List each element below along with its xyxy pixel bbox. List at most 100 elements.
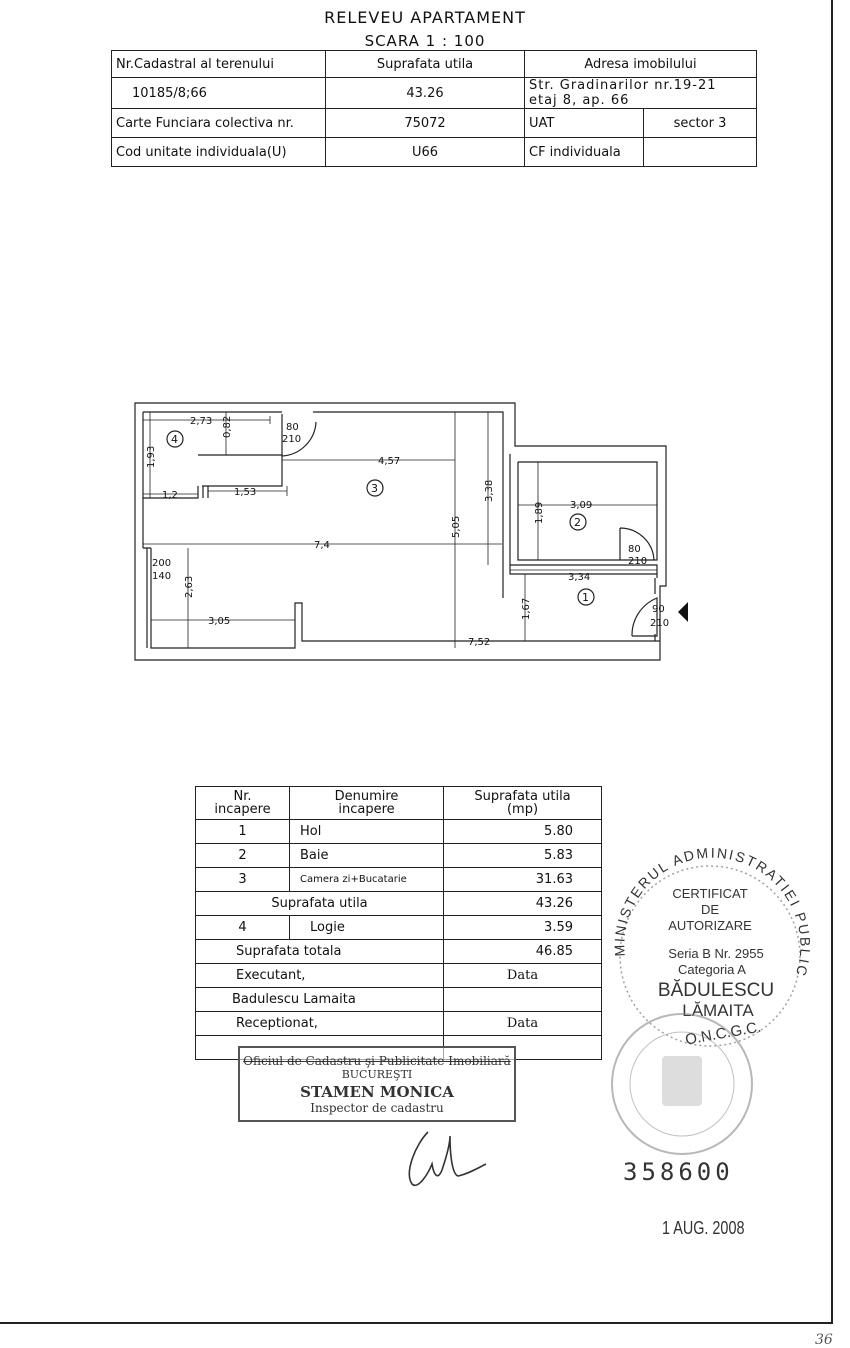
useful-area-value: 43.26 <box>443 891 602 916</box>
header-name-line2: incapere <box>338 802 395 817</box>
plan-outer-wall <box>134 402 667 661</box>
executant-signature-cell <box>443 987 602 1012</box>
useful-area-label: Suprafata utila <box>195 891 444 916</box>
cadastral-value: 10185/8;66 <box>111 77 326 109</box>
rooms-table: Nr. incapere Denumire incapere Suprafata… <box>195 786 602 1060</box>
address-line1: Str. Gradinarilor nr.19-21 <box>529 78 717 93</box>
door-b-width: 80 <box>628 544 641 555</box>
door-arc-b <box>619 527 655 561</box>
door-arc-a <box>281 414 317 457</box>
office-stamp: Oficiul de Cadastru şi Publicitate Imobi… <box>238 1046 516 1122</box>
area-value: 43.26 <box>325 77 525 109</box>
executant-date: Data <box>443 963 602 988</box>
header-area-line1: Suprafata utila <box>474 789 571 804</box>
cf-individual-label: CF individuala <box>524 137 644 167</box>
room-marker-2: 2 <box>574 516 581 529</box>
dim-2-73: 2,73 <box>190 416 212 427</box>
table-row: 1 Hol 5.80 <box>195 819 602 844</box>
dim-1-89: 1,89 <box>534 502 545 524</box>
uat-label: UAT <box>524 108 644 138</box>
office-stamp-role: Inspector de cadastru <box>310 1101 444 1115</box>
floor-plan: 2,73 0,82 1,93 1,2 1,53 4,57 3,38 5,05 7… <box>134 402 688 661</box>
logie-name: Logie <box>289 915 444 940</box>
uat-value: sector 3 <box>643 108 757 138</box>
plan-partition-detail <box>202 486 209 498</box>
dim-3-09: 3,09 <box>570 500 592 511</box>
authorization-seal: MINISTERUL ADMINISTRATIEI PUBLICE CERTIF… <box>600 846 812 1155</box>
total-area-label: Suprafata totala <box>195 939 444 964</box>
dim-4-57: 4,57 <box>378 456 400 467</box>
door-c-height: 210 <box>650 618 669 629</box>
receptionat-label: Receptionat, <box>195 1011 444 1036</box>
room-marker-3: 3 <box>371 482 378 495</box>
document-scale: SCARA 1 : 100 <box>364 32 486 50</box>
header-area-line2: (mp) <box>506 802 539 817</box>
document-title: RELEVEU APARTAMENT <box>324 8 526 27</box>
area-label: Suprafata utila <box>325 50 525 78</box>
dim-0-82: 0,82 <box>222 416 233 438</box>
seal-line3: AUTORIZARE <box>668 918 752 933</box>
coat-of-arms-icon <box>662 1056 702 1106</box>
dim-5-05: 5,05 <box>451 516 462 538</box>
receptionat-date: Data <box>443 1011 602 1036</box>
seal-line6: BĂDULESCU <box>658 980 774 1001</box>
row-area: 5.80 <box>443 819 602 844</box>
plan-logie-wall <box>142 412 199 499</box>
seal-line2: DE <box>701 902 719 917</box>
header-name: Denumire incapere <box>289 786 444 820</box>
dim-7-4: 7,4 <box>314 540 330 551</box>
unit-value: U66 <box>325 137 525 167</box>
seal-line7: LĂMAITA <box>682 1001 754 1020</box>
total-area-value: 46.85 <box>443 939 602 964</box>
plan-hall-wall <box>509 565 657 575</box>
door-a-height: 210 <box>282 434 301 445</box>
signature-icon <box>408 1131 487 1187</box>
window-width: 200 <box>152 558 171 569</box>
cf-individual-value <box>643 137 757 167</box>
door-c-width: 90 <box>652 604 665 615</box>
plan-inner-wall-top <box>143 411 504 598</box>
row-nr: 2 <box>195 843 290 868</box>
window-height: 140 <box>152 571 171 582</box>
plan-bath-outer <box>509 454 658 578</box>
registration-number: 358600 <box>623 1158 734 1186</box>
logie-nr: 4 <box>195 915 290 940</box>
registration-date: 1 AUG. 2008 <box>662 1218 745 1238</box>
dim-2-63: 2,63 <box>184 576 195 598</box>
header-nr: Nr. incapere <box>195 786 290 820</box>
row-nr: 3 <box>195 867 290 892</box>
table-row: 2 Baie 5.83 <box>195 843 602 868</box>
table-row: 3 Camera zi+Bucatarie 31.63 <box>195 867 602 892</box>
dim-1-2: 1,2 <box>162 490 178 501</box>
row-name: Camera zi+Bucatarie <box>289 867 444 892</box>
entry-arrow-icon <box>678 602 688 622</box>
seal-round-stamp-icon <box>611 1013 753 1155</box>
page-corner-mark: 36 <box>815 1332 833 1348</box>
plan-partition <box>198 454 283 487</box>
room-marker-1: 1 <box>582 591 589 604</box>
plan-window-frame <box>143 547 151 648</box>
office-stamp-line1: Oficiul de Cadastru şi Publicitate Imobi… <box>243 1054 511 1068</box>
header-nr-line2: incapere <box>214 802 271 817</box>
cadastral-label: Nr.Cadastral al terenului <box>111 50 326 78</box>
logie-area: 3.59 <box>443 915 602 940</box>
door-arc-c <box>631 597 658 637</box>
address-value: Str. Gradinarilor nr.19-21 etaj 8, ap. 6… <box>524 77 757 109</box>
executant-name: Badulescu Lamaita <box>195 987 444 1012</box>
seal-line1: CERTIFICAT <box>672 886 747 901</box>
dim-3-34: 3,34 <box>568 572 590 583</box>
cf-value: 75072 <box>325 108 525 138</box>
address-label: Adresa imobilului <box>524 50 757 78</box>
header-nr-line1: Nr. <box>233 789 252 804</box>
row-name: Hol <box>289 819 444 844</box>
door-a-width: 80 <box>286 422 299 433</box>
office-stamp-name: STAMEN MONICA <box>300 1083 454 1101</box>
dim-7-52: 7,52 <box>468 637 490 648</box>
row-name: Baie <box>289 843 444 868</box>
info-table: Nr.Cadastral al terenului Suprafata util… <box>111 50 757 167</box>
row-nr: 1 <box>195 819 290 844</box>
office-stamp-line2: BUCUREŞTI <box>341 1068 413 1081</box>
dim-1-93: 1,93 <box>146 446 157 468</box>
dim-3-38: 3,38 <box>484 480 495 502</box>
row-area: 5.83 <box>443 843 602 868</box>
